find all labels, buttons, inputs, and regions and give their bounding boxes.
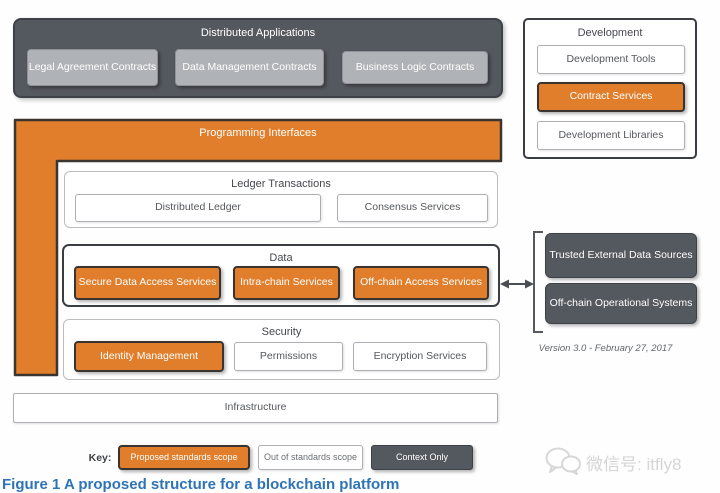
trusted-external-data-sources-box: Trusted External Data Sources — [545, 233, 697, 278]
ledger-transactions-container: Ledger Transactions Distributed Ledger C… — [64, 171, 498, 228]
key-out-of-standards-scope: Out of standards scope — [258, 445, 363, 470]
distributed-applications-title: Distributed Applications — [200, 27, 316, 39]
consensus-services-box: Consensus Services — [337, 194, 488, 222]
programming-interfaces-title: Programming Interfaces — [199, 127, 317, 139]
key-context-only: Context Only — [371, 445, 473, 470]
watermark-text: 微信号: itfly8 — [586, 455, 682, 474]
development-container: Development Development Tools Contract S… — [523, 18, 697, 159]
data-title: Data — [269, 251, 293, 264]
arrowhead-right — [525, 279, 534, 289]
contract-services-box: Contract Services — [537, 82, 685, 112]
identity-management-box: Identity Management — [74, 341, 224, 372]
secure-data-access-services-box: Secure Data Access Services — [74, 266, 221, 300]
ledger-transactions-title: Ledger Transactions — [231, 177, 331, 190]
security-title: Security — [261, 325, 302, 338]
external-group-bracket — [533, 231, 543, 333]
key-proposed-standards-scope: Proposed standards scope — [118, 445, 250, 470]
security-container: Security Identity Management Permissions… — [63, 319, 500, 380]
intra-chain-services-box: Intra-chain Services — [233, 266, 340, 300]
development-libraries-box: Development Libraries — [537, 121, 685, 150]
off-chain-access-services-box: Off-chain Access Services — [353, 266, 489, 300]
data-management-contracts-box: Data Management Contracts — [175, 49, 324, 86]
off-chain-operational-systems-box: Off-chain Operational Systems — [545, 283, 697, 324]
business-logic-contracts-box: Business Logic Contracts — [342, 51, 488, 84]
infrastructure-box: Infrastructure — [13, 393, 498, 423]
key-label: Key: — [88, 452, 112, 464]
figure-caption: Figure 1 A proposed structure for a bloc… — [2, 476, 400, 493]
version-note: Version 3.0 - February 27, 2017 — [538, 342, 673, 354]
legal-agreement-contracts-box: Legal Agreement Contracts — [27, 49, 158, 86]
arrowhead-left — [500, 279, 509, 289]
data-container: Data Secure Data Access Services Intra-c… — [62, 244, 500, 307]
distributed-applications-container: Distributed Applications Legal Agreement… — [13, 18, 503, 98]
development-title: Development — [577, 27, 643, 39]
distributed-ledger-box: Distributed Ledger — [75, 194, 321, 222]
permissions-box: Permissions — [234, 342, 343, 371]
development-tools-box: Development Tools — [537, 45, 685, 74]
encryption-services-box: Encryption Services — [353, 342, 487, 371]
programming-interfaces-shape — [13, 118, 503, 377]
wechat-icon — [545, 447, 581, 475]
